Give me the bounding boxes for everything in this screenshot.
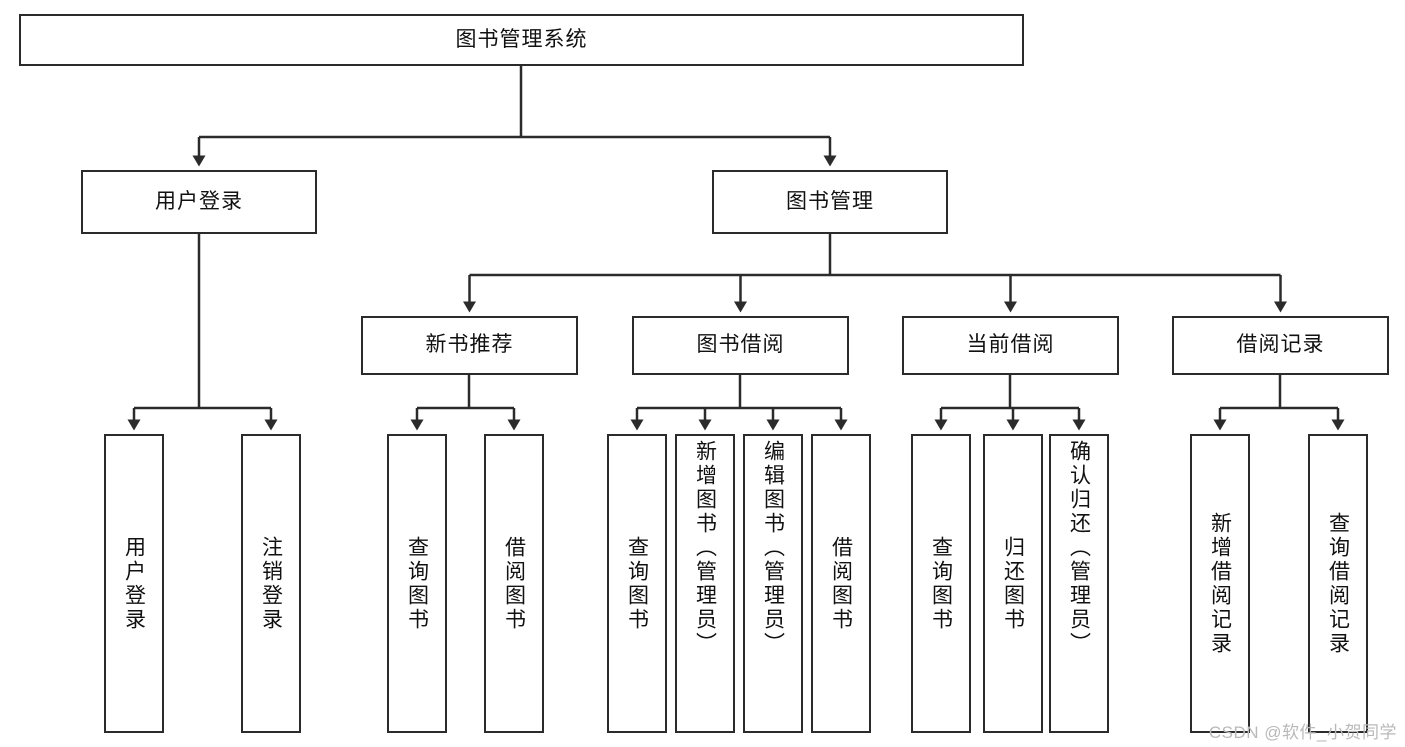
node-label: 新增图书（管理员） bbox=[693, 440, 717, 656]
node-label: 图书借阅 bbox=[696, 333, 785, 357]
node-leaf-query-book-1[interactable]: 查询图书 bbox=[387, 434, 447, 733]
node-leaf-return-book[interactable]: 归还图书 bbox=[983, 434, 1043, 733]
node-current-borrow[interactable]: 当前借阅 bbox=[902, 316, 1119, 375]
node-borrow-record[interactable]: 借阅记录 bbox=[1172, 316, 1389, 375]
watermark-text: CSDN @软件_小贺同学 bbox=[1208, 723, 1397, 742]
node-label: 查询图书 bbox=[405, 535, 429, 632]
node-label: 图书管理系统 bbox=[455, 27, 588, 51]
node-label: 借阅图书 bbox=[502, 535, 526, 632]
node-leaf-query-record[interactable]: 查询借阅记录 bbox=[1308, 434, 1368, 733]
node-label: 用户登录 bbox=[122, 535, 146, 632]
node-leaf-edit-book[interactable]: 编辑图书（管理员） bbox=[743, 434, 803, 733]
node-book-manage[interactable]: 图书管理 bbox=[712, 170, 948, 234]
node-leaf-borrow-book-1[interactable]: 借阅图书 bbox=[484, 434, 544, 733]
node-label: 确认归还（管理员） bbox=[1067, 440, 1091, 656]
node-label: 当前借阅 bbox=[966, 333, 1055, 357]
node-leaf-query-book-3[interactable]: 查询图书 bbox=[911, 434, 971, 733]
node-root[interactable]: 图书管理系统 bbox=[19, 14, 1024, 66]
node-leaf-query-book-2[interactable]: 查询图书 bbox=[607, 434, 667, 733]
node-book-borrow[interactable]: 图书借阅 bbox=[632, 316, 849, 375]
node-label: 新增借阅记录 bbox=[1208, 511, 1232, 656]
node-label: 图书管理 bbox=[786, 189, 874, 213]
node-label: 新书推荐 bbox=[425, 333, 514, 357]
node-new-book-rec[interactable]: 新书推荐 bbox=[361, 316, 578, 375]
node-leaf-add-book[interactable]: 新增图书（管理员） bbox=[675, 434, 735, 733]
node-label: 查询图书 bbox=[625, 535, 649, 632]
node-leaf-borrow-book-2[interactable]: 借阅图书 bbox=[811, 434, 871, 733]
node-label: 查询图书 bbox=[929, 535, 953, 632]
node-leaf-logout[interactable]: 注销登录 bbox=[241, 434, 301, 733]
node-label: 借阅记录 bbox=[1236, 333, 1325, 357]
node-leaf-add-record[interactable]: 新增借阅记录 bbox=[1190, 434, 1250, 733]
node-user-login[interactable]: 用户登录 bbox=[81, 170, 317, 234]
node-label: 归还图书 bbox=[1001, 535, 1025, 632]
node-leaf-user-login[interactable]: 用户登录 bbox=[104, 434, 164, 733]
node-leaf-confirm-return[interactable]: 确认归还（管理员） bbox=[1049, 434, 1109, 733]
node-label: 注销登录 bbox=[259, 535, 283, 632]
node-label: 用户登录 bbox=[155, 189, 243, 213]
node-label: 编辑图书（管理员） bbox=[761, 440, 785, 656]
node-label: 查询借阅记录 bbox=[1326, 511, 1350, 656]
node-label: 借阅图书 bbox=[829, 535, 853, 632]
